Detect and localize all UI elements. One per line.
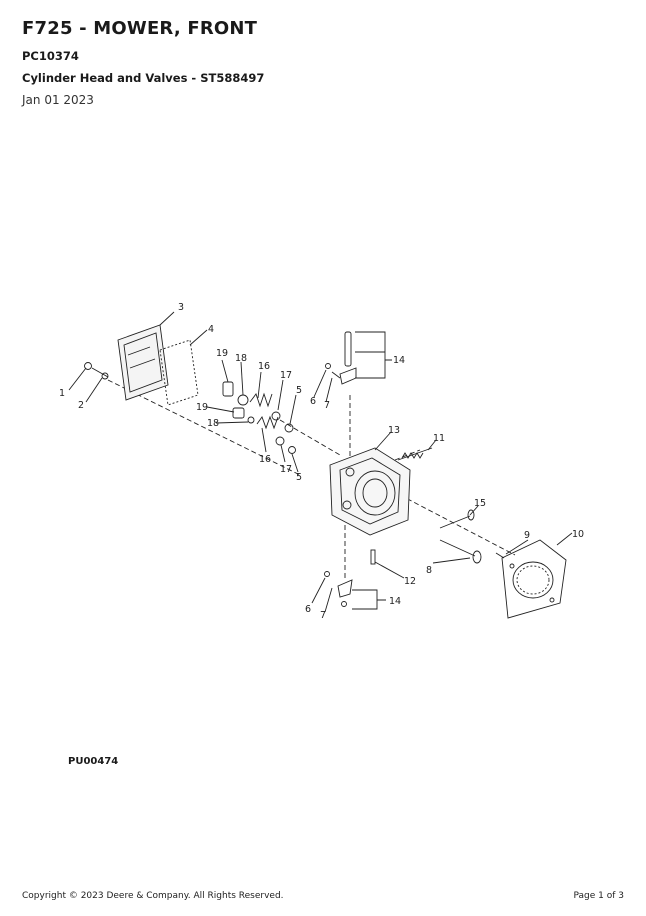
callout-label: 17 [280,370,292,381]
callout-label: 11 [433,433,445,444]
callout-labels: 3 4 1 2 19 18 16 17 5 19 18 16 17 5 6 7 … [59,302,584,621]
head-gasket-pin [495,552,505,559]
figure-id: PU00474 [68,756,119,767]
callout-label: 6 [305,604,311,615]
copyright-notice: Copyright © 2023 Deere & Company. All Ri… [22,891,284,901]
callout-label: 7 [324,400,330,411]
callout-label: 14 [393,355,405,366]
stud-part [397,447,433,461]
head-gasket-part [501,539,567,619]
callout-label: 12 [404,576,416,587]
rocker-lower-part [324,571,353,607]
callout-label: 10 [572,529,584,540]
callout-label: 19 [216,348,228,359]
cylinder-head-part [329,447,411,536]
cover-gasket-part [159,339,199,406]
callout-label: 16 [259,454,271,465]
callout-label: 4 [208,324,214,335]
publication-date: Jan 01 2023 [22,93,94,107]
page-number: Page 1 of 3 [573,891,625,901]
catalog-id: PC10374 [22,49,79,63]
callout-label: 2 [78,400,84,411]
callout-label: 17 [280,464,292,475]
callout-label: 15 [474,498,486,509]
valve-spring-upper [222,381,294,433]
page-title: F725 - MOWER, FRONT [22,18,258,39]
callout-label: 18 [235,353,247,364]
callout-label: 3 [178,302,184,313]
callout-label: 5 [296,472,302,483]
callout-label: 14 [389,596,401,607]
intake-valve-part [439,539,482,564]
section-subtitle: Cylinder Head and Valves - ST588497 [22,71,265,85]
dowel-pin-part [370,549,376,565]
callout-label: 5 [296,385,302,396]
callout-label: 16 [258,361,270,372]
rocker-upper-part [325,331,357,385]
bolt-part [84,362,109,380]
callout-label: 19 [196,402,208,413]
callout-label: 9 [524,530,530,541]
callout-label: 7 [320,610,326,621]
valve-cover-part [117,324,169,401]
callout-label: 8 [426,565,432,576]
callout-label: 18 [207,418,219,429]
assembly-axis-line [107,379,301,476]
callout-label: 1 [59,388,65,399]
exhaust-valve-part [439,509,475,529]
valve-spring-lower [232,407,296,454]
callout-label: 6 [310,396,316,407]
callout-label: 13 [388,425,400,436]
